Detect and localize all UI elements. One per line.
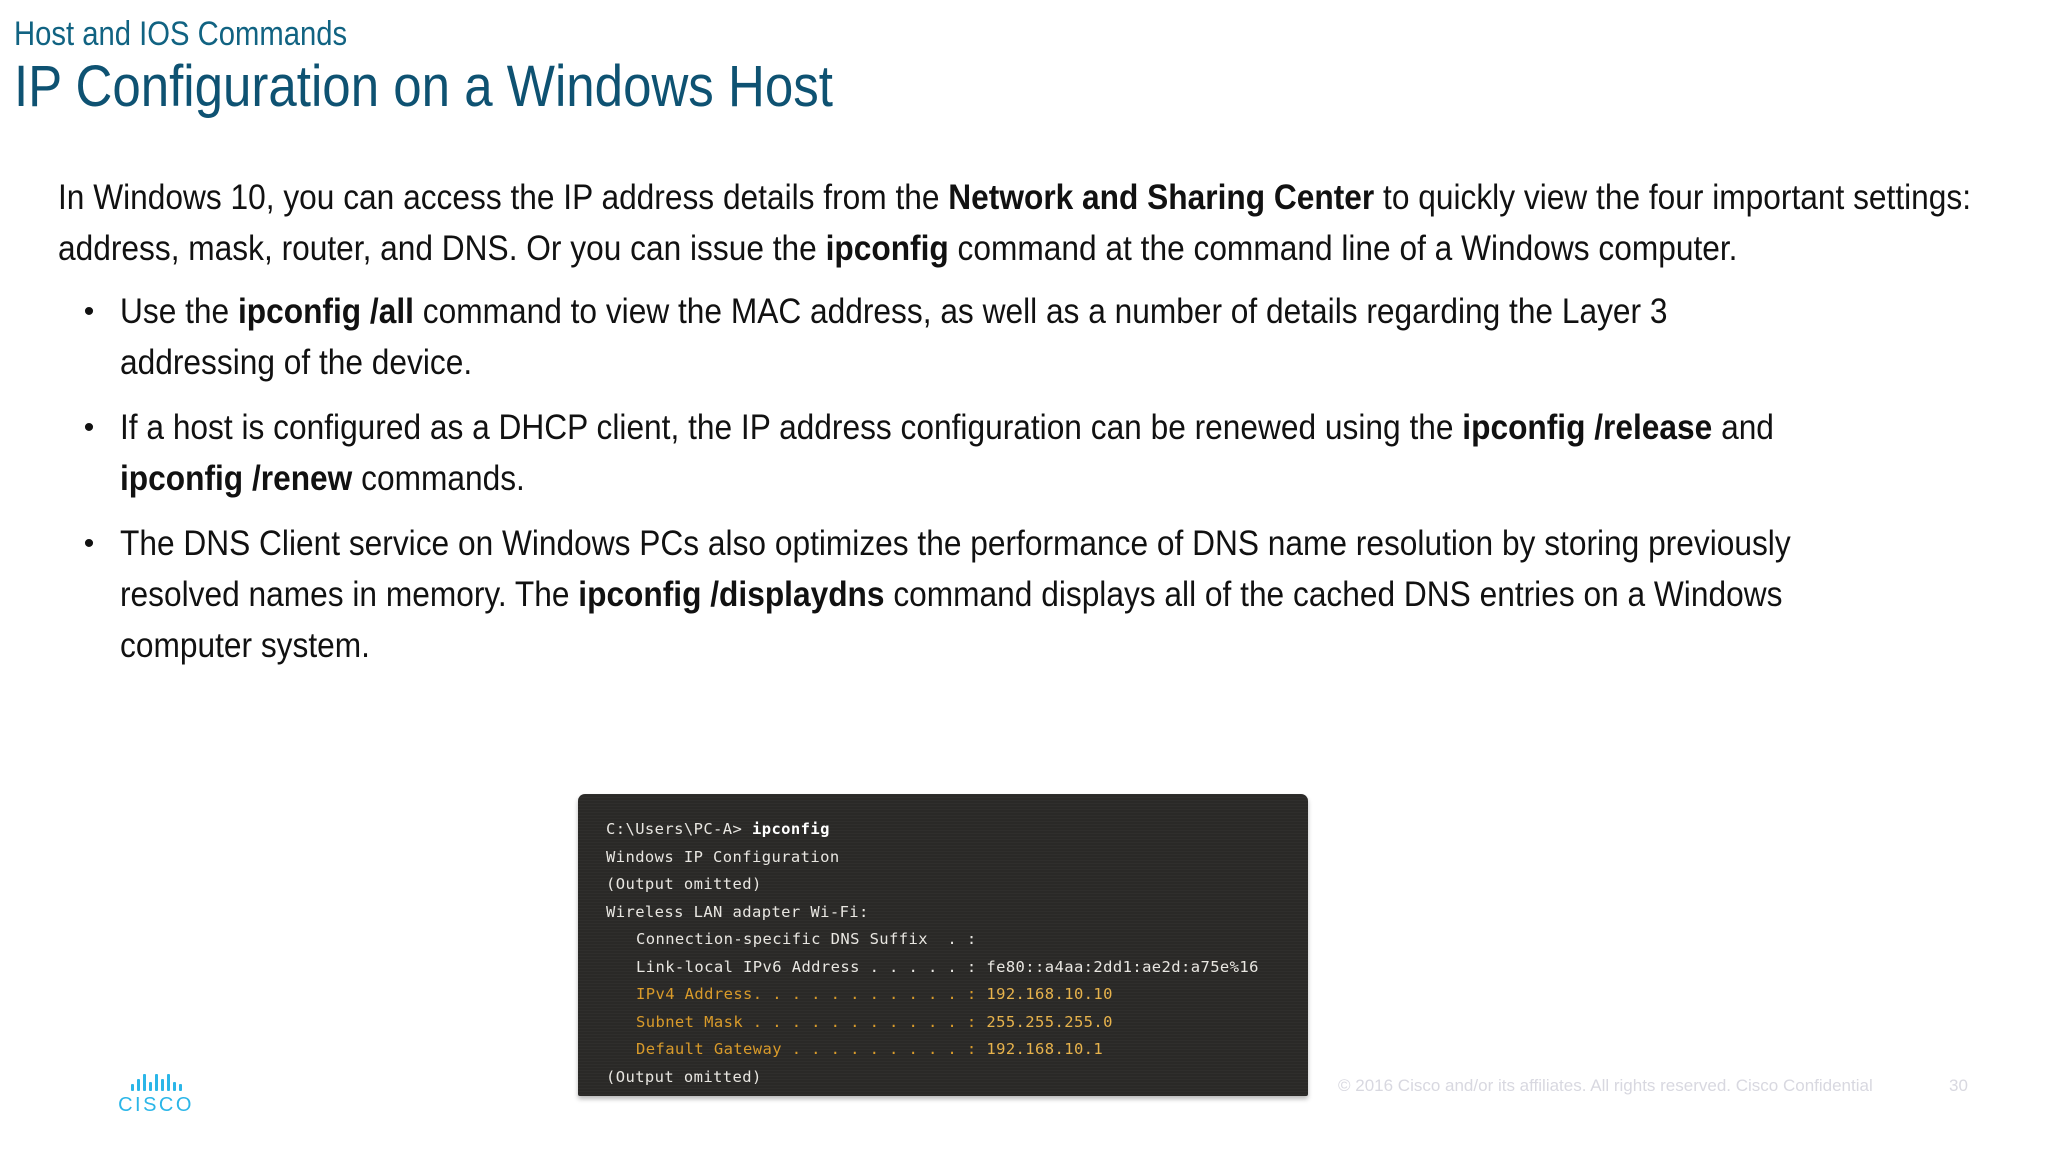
bullet-2-bold-ipconfig-renew: ipconfig /renew [120,459,353,498]
cisco-logo: CISCO [117,1074,195,1117]
bullet-marker-icon: • [83,411,95,444]
terminal-line-ipv4: IPv4 Address. . . . . . . . . . . : 192.… [606,981,1308,1009]
bullet-3-seg-2: command displays all of the cached DNS e… [120,575,1783,665]
list-item: • The DNS Client service on Windows PCs … [58,518,1988,671]
bullet-text-2: If a host is configured as a DHCP client… [120,402,1811,504]
intro-bold-network-sharing-center: Network and Sharing Center [948,178,1375,217]
cisco-bridge-icon [117,1074,195,1091]
page-title: IP Configuration on a Windows Host [14,54,833,119]
terminal-line-label: Default Gateway . . . . . . . . . : [636,1040,987,1058]
bullet-3-bold-ipconfig-displaydns: ipconfig /displaydns [578,575,885,614]
terminal-line-mask: Subnet Mask . . . . . . . . . . . : 255.… [606,1009,1308,1037]
terminal-line-gateway: Default Gateway . . . . . . . . . : 192.… [606,1036,1308,1064]
terminal-line-label: C:\Users\PC-A> [606,820,752,838]
bullet-list: • Use the ipconfig /all command to view … [58,286,1988,671]
slide-content: In Windows 10, you can access the IP add… [58,172,1988,685]
terminal-line-ipv6: Link-local IPv6 Address . . . . . : fe80… [606,954,1308,982]
terminal-line-label: (Output omitted) [606,875,762,893]
bullet-2-seg-1: If a host is configured as a DHCP client… [120,408,1463,447]
bullet-marker-icon: • [83,295,95,328]
terminal-line-value: 192.168.10.1 [986,1040,1104,1058]
terminal-line-value: 255.255.255.0 [986,1012,1113,1031]
terminal-line-label: (Output omitted) [606,1067,762,1086]
bullet-1-bold-ipconfig-all: ipconfig /all [237,292,414,331]
terminal-line-label: Subnet Mask . . . . . . . . . . . : [636,1012,987,1031]
terminal-line-omitted-top: (Output omitted) [606,871,1308,899]
terminal-line-value: fe80::a4aa:2dd1:ae2d:a75e%16 [986,957,1259,976]
bullet-marker-icon: • [83,527,95,560]
terminal-line-label: IPv4 Address. . . . . . . . . . . : [636,985,987,1003]
terminal-line-label: Link-local IPv6 Address . . . . . : [636,957,987,976]
terminal-line-prompt: C:\Users\PC-A> ipconfig [606,816,1308,844]
bullet-3-seg-1: The DNS Client service on Windows PCs al… [120,524,1791,614]
intro-seg-2: to quickly view the four important setti… [58,178,1972,268]
intro-bold-ipconfig: ipconfig [825,229,949,268]
terminal-line-adapter: Wireless LAN adapter Wi-Fi: [606,899,1308,927]
bullet-2-seg-3: commands. [352,459,525,498]
bullet-text-1: Use the ipconfig /all command to view th… [120,286,1811,388]
bullet-1-seg-2: command to view the MAC address, as well… [120,292,1668,382]
bullet-2-seg-2: and [1712,408,1774,447]
terminal-line-win-ip-config: Windows IP Configuration [606,844,1308,872]
bullet-2-bold-ipconfig-release: ipconfig /release [1462,408,1713,447]
terminal-line-dns-suffix: Connection-specific DNS Suffix . : [606,926,1308,954]
intro-seg-3: command at the command line of a Windows… [948,229,1738,268]
list-item: • Use the ipconfig /all command to view … [58,286,1988,388]
intro-paragraph: In Windows 10, you can access the IP add… [58,172,1977,274]
terminal-line-label: Windows IP Configuration [606,847,840,866]
terminal-command: ipconfig [751,820,830,838]
intro-seg-1: In Windows 10, you can access the IP add… [58,178,949,217]
footer-page-number: 30 [1949,1076,1968,1095]
cisco-wordmark: CISCO [118,1094,194,1116]
bullet-1-seg-1: Use the [120,292,238,331]
slide-header: Host and IOS Commands IP Configuration o… [14,14,1614,118]
terminal-line-label: Connection-specific DNS Suffix . : [636,930,977,948]
terminal-line-value: 192.168.10.10 [986,985,1113,1003]
list-item: • If a host is configured as a DHCP clie… [58,402,1988,504]
bullet-text-3: The DNS Client service on Windows PCs al… [120,518,1811,671]
footer-copyright: © 2016 Cisco and/or its affiliates. All … [1338,1076,1873,1095]
terminal-line-label: Wireless LAN adapter Wi-Fi: [606,902,869,921]
terminal-line-omitted-bot: (Output omitted) [606,1064,1308,1092]
slide-eyebrow: Host and IOS Commands [14,15,348,53]
